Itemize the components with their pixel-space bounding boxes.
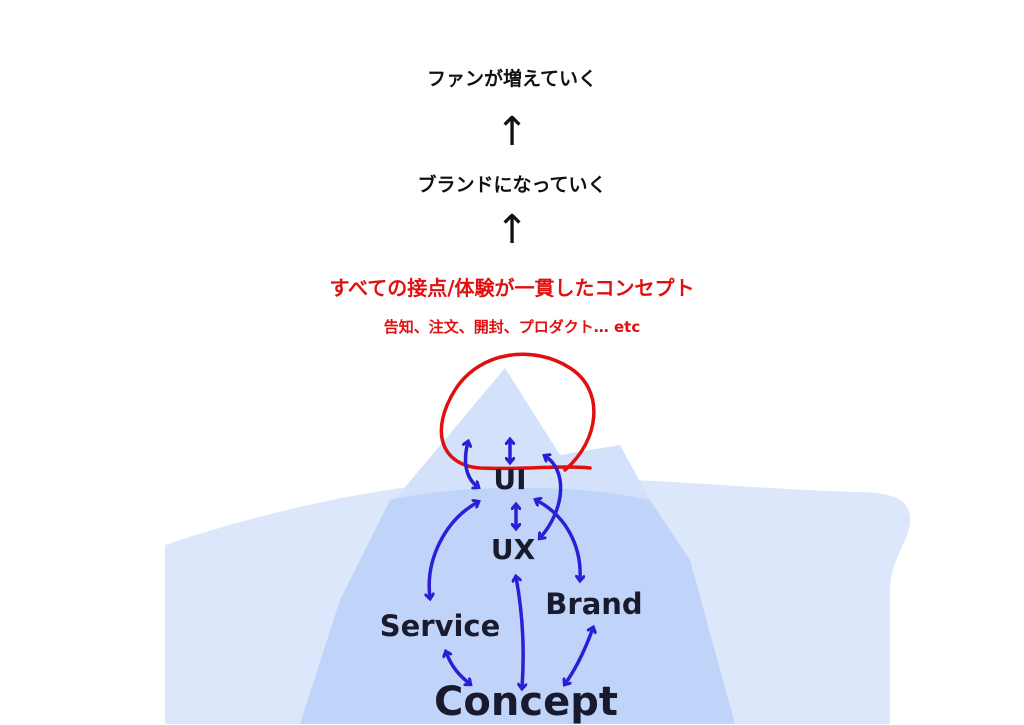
consistent-concept-line: すべての接点/体験が一貫したコンセプト [329, 276, 695, 300]
arrow-up-icon: ↑ [495, 109, 529, 155]
node-service: Service [379, 609, 501, 643]
node-ui: UI [493, 463, 527, 496]
arrow-service-concept [446, 652, 470, 684]
iceberg-tip-shape [390, 368, 650, 505]
arrow-brand-concept [565, 628, 593, 684]
step-becoming-brand: ブランドになっていく [417, 174, 607, 196]
touchpoint-examples: 告知、注文、開封、プロダクト… etc [383, 318, 641, 336]
arrow-ui-service [429, 502, 478, 598]
arrow-ux-concept [516, 577, 523, 688]
node-brand: Brand [545, 587, 643, 621]
step-fans-increase: ファンが増えていく [426, 68, 598, 90]
arrow-ui-left [465, 442, 478, 487]
arrow-up-icon: ↑ [495, 207, 529, 253]
highlight-circle [439, 352, 596, 472]
node-concept: Concept [434, 679, 618, 725]
node-ux: UX [490, 533, 536, 566]
arrow-ui-brand [536, 500, 580, 580]
